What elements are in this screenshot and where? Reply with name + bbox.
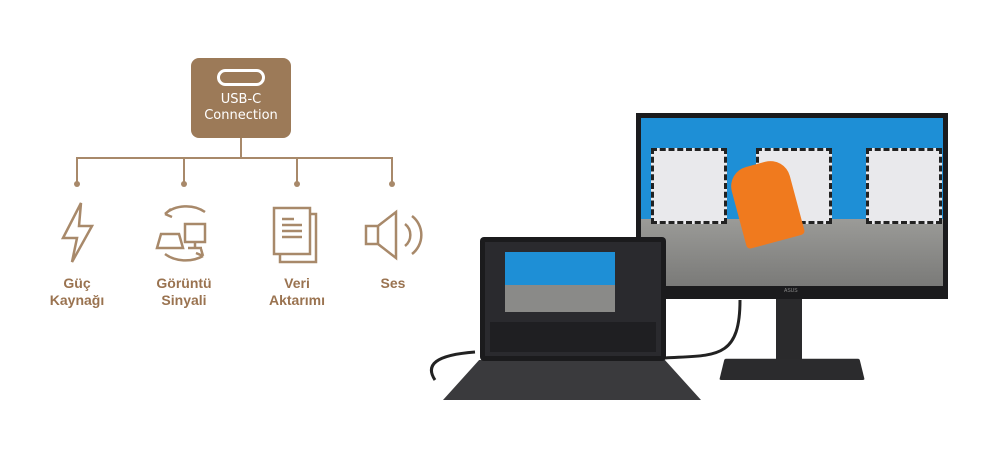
connector-line [76, 157, 393, 159]
feature-label-audio: Ses [380, 275, 406, 291]
garage-door [651, 148, 727, 224]
screen-sync-icon [155, 205, 207, 262]
connector-dot [74, 181, 80, 187]
preview-image [505, 252, 615, 312]
connector-dot [181, 181, 187, 187]
connector-line [296, 157, 298, 183]
connector-line [183, 157, 185, 183]
hub-title-line2: Connection [204, 108, 278, 123]
laptop [480, 237, 666, 361]
lightning-icon [60, 202, 95, 263]
connector-dot [389, 181, 395, 187]
hub-title-line1: USB-C [220, 92, 262, 107]
usb-c-connection-box: USB-C Connection [191, 58, 291, 138]
monitor-screen-photo [641, 118, 943, 286]
speaker-icon [364, 209, 423, 261]
connector-line [391, 157, 393, 183]
garage-door [866, 148, 942, 224]
connector-dot [294, 181, 300, 187]
color-wheels-panel [490, 322, 656, 352]
monitor-brand-logo: ASUS [784, 288, 798, 294]
monitor-stand-neck [776, 295, 802, 360]
laptop-base [443, 360, 701, 400]
laptop-screen-editor [485, 242, 661, 356]
connector-line [76, 157, 78, 183]
document-icon [272, 206, 318, 264]
monitor: ASUS [636, 113, 948, 299]
connector-line [240, 138, 242, 158]
monitor-stand-base [719, 358, 865, 381]
usb-c-cable [429, 300, 742, 381]
usb-c-port-icon [217, 69, 265, 86]
